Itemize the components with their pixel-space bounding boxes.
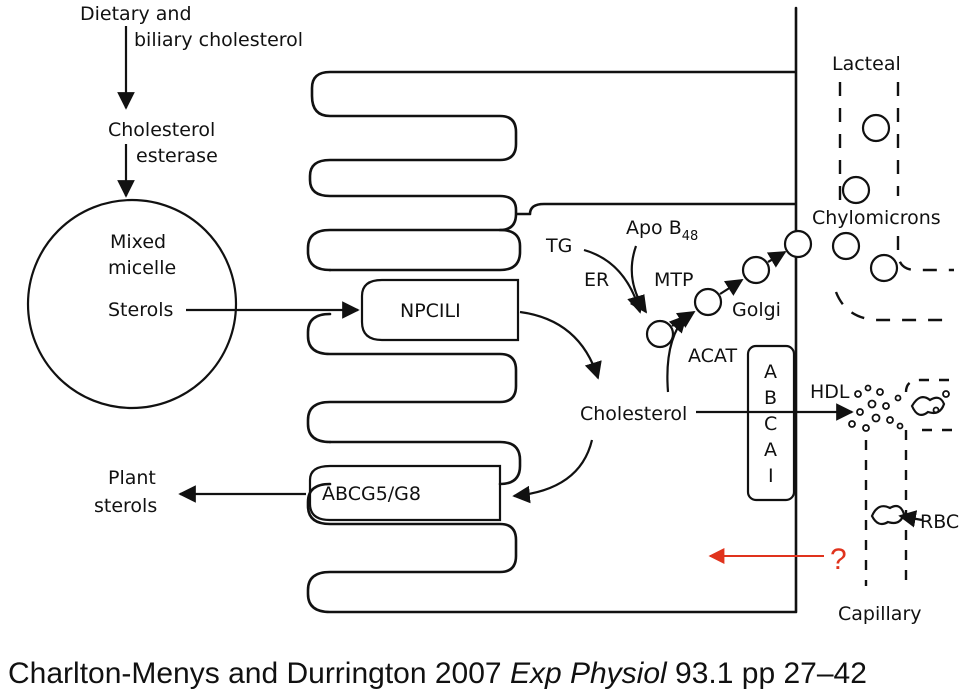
apob-label: Apo B48 — [626, 217, 698, 244]
dietary-label-line2: biliary cholesterol — [134, 29, 303, 51]
lipoprotein-particle-4 — [783, 229, 813, 259]
lacteal-label: Lacteal — [832, 53, 901, 75]
lacteal-wall-bottom — [834, 291, 954, 322]
capillary-wall-top — [904, 378, 954, 393]
lacteal-wall-right-lower — [896, 236, 954, 272]
mixed-micelle-circle — [26, 198, 238, 410]
arrow-apob-to-er — [629, 245, 647, 314]
arrow-particle-1-2 — [671, 311, 696, 328]
citation-volume: 93.1 pp 27–42 — [666, 657, 867, 690]
arrow-particle-2-3 — [719, 279, 744, 296]
dietary-label-line1: Dietary and — [80, 3, 192, 25]
micelle-label-line1: Mixed — [110, 231, 166, 253]
rbc-cell-lower — [870, 504, 906, 526]
hdl-label: HDL — [810, 381, 850, 403]
arrow-cholesterol-to-abcg — [512, 439, 594, 504]
arrow-npc1l1-to-cholesterol — [519, 310, 602, 380]
microvillus-npc — [328, 440, 522, 486]
rbc-label: RBC — [920, 511, 959, 533]
abcg5-g8-label: ABCG5/G8 — [322, 483, 421, 505]
lipoprotein-particle-2 — [693, 287, 723, 317]
abca1-letter-1: A — [764, 361, 777, 383]
chylomicron-3 — [831, 231, 861, 261]
plant-sterols-label-line1: Plant — [108, 467, 156, 489]
question-mark: ? — [830, 543, 847, 576]
chylomicron-4 — [869, 253, 899, 283]
plant-sterols-label-line2: sterols — [94, 495, 157, 517]
esterase-label-line1: Cholesterol — [108, 119, 215, 141]
er-label: ER — [584, 269, 609, 291]
abca1-letter-2: B — [764, 387, 777, 409]
citation-journal: Exp Physiol — [509, 657, 667, 690]
arrow-particle-3-4 — [766, 251, 787, 268]
chylomicron-2 — [841, 175, 871, 205]
mtp-label: MTP — [654, 269, 693, 291]
abcg5-g8-transporter — [308, 464, 502, 522]
npc1l1-transporter — [360, 278, 520, 342]
tg-label: TG — [545, 235, 572, 257]
lipoprotein-particle-1 — [645, 319, 675, 349]
capillary-label: Capillary — [838, 603, 922, 625]
abca1-letter-4: A — [764, 439, 777, 461]
rbc-cell-upper — [910, 396, 946, 416]
lipoprotein-particle-3 — [741, 255, 771, 285]
abca1-letter-3: C — [764, 413, 777, 435]
golgi-label: Golgi — [732, 299, 781, 321]
hdl-particles — [848, 384, 950, 432]
chylomicron-1 — [861, 113, 891, 143]
acat-label: ACAT — [688, 345, 737, 367]
citation: Charlton-Menys and Durrington 2007 Exp P… — [8, 657, 867, 691]
chylomicrons-label: Chylomicrons — [812, 207, 941, 229]
arrow-rbc-label — [898, 510, 923, 528]
microvillus-upper — [328, 228, 522, 272]
abca1-letter-5: I — [768, 465, 774, 487]
micelle-label-line2: micelle — [108, 257, 176, 279]
abca1-transporter — [746, 344, 796, 502]
esterase-label-line2: esterase — [136, 145, 218, 167]
sterols-label: Sterols — [108, 299, 173, 321]
npc1l1-label: NPCILI — [400, 300, 461, 322]
cholesterol-label: Cholesterol — [580, 403, 687, 425]
citation-authors: Charlton-Menys and Durrington 2007 — [8, 657, 510, 690]
enterocyte-membrane — [306, 6, 798, 614]
